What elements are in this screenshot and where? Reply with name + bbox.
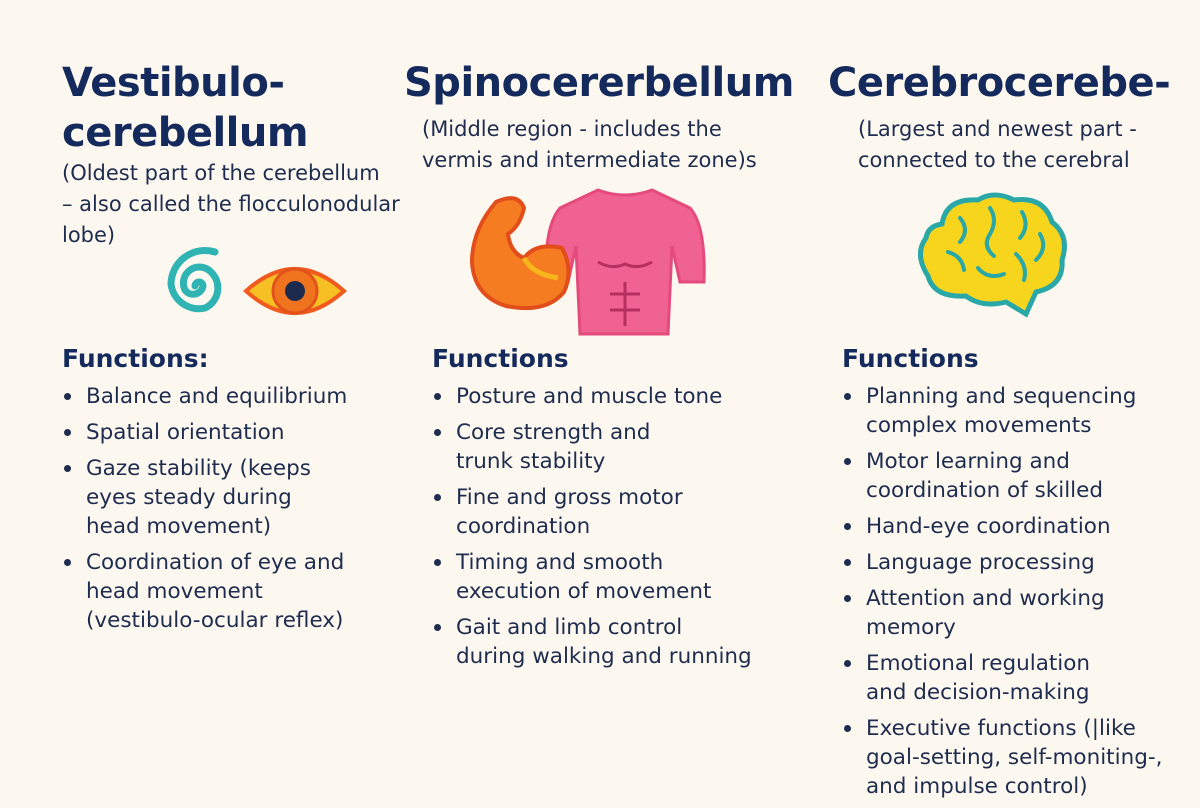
brain-icon bbox=[918, 192, 1067, 318]
list-item: Posture and muscle tone bbox=[432, 382, 812, 411]
list-item: Fine and gross motor coordination bbox=[432, 483, 812, 541]
column-subtitle: (Largest and newest part - connected to … bbox=[858, 117, 1137, 172]
list-item: Planning and sequencing complex movement… bbox=[842, 382, 1192, 440]
list-item: Gait and limb control during walking and… bbox=[432, 613, 812, 671]
list-item: Timing and smooth execution of movement bbox=[432, 548, 812, 606]
column-subtitle: (Middle region - includes the vermis and… bbox=[422, 117, 757, 172]
list-item: Attention and working memory bbox=[842, 584, 1192, 642]
list-item: Core strength and trunk stability bbox=[432, 418, 812, 476]
column-cerebrocerebellum: Cerebrocerebe- (Largest and newest part … bbox=[810, 0, 1200, 800]
column-title: Spinocererbellum bbox=[404, 60, 794, 106]
functions-list: Posture and muscle tone Core strength an… bbox=[432, 382, 812, 678]
torso-icon bbox=[544, 188, 706, 336]
functions-heading: Functions: bbox=[62, 344, 209, 373]
column-title: Vestibulo- cerebellum bbox=[62, 60, 309, 156]
list-item: Executive functions (|like goal-setting,… bbox=[842, 714, 1192, 801]
list-item: Hand-eye coordination bbox=[842, 512, 1192, 541]
list-item: Balance and equilibrium bbox=[62, 382, 402, 411]
functions-heading: Functions bbox=[432, 344, 569, 373]
column-spinocerebellum: Spinocererbellum (Middle region - includ… bbox=[400, 0, 820, 800]
list-item: Spatial orientation bbox=[62, 418, 402, 447]
list-item: Coordination of eye and head movement (v… bbox=[62, 548, 402, 635]
list-item: Language processing bbox=[842, 548, 1192, 577]
functions-heading: Functions bbox=[842, 344, 979, 373]
functions-list: Planning and sequencing complex movement… bbox=[842, 382, 1192, 808]
flexed-arm-icon bbox=[469, 196, 571, 311]
eye-icon bbox=[243, 267, 347, 315]
column-subtitle: (Oldest part of the cerebellum – also ca… bbox=[62, 161, 400, 247]
list-item: Motor learning and coordination of skill… bbox=[842, 447, 1192, 505]
spiral-icon bbox=[167, 247, 222, 313]
list-item: Gaze stability (keeps eyes steady during… bbox=[62, 454, 402, 541]
functions-list: Balance and equilibrium Spatial orientat… bbox=[62, 382, 402, 642]
list-item: Emotional regulation and decision-making bbox=[842, 649, 1192, 707]
column-title: Cerebrocerebe- bbox=[828, 60, 1171, 106]
column-vestibulocerebellum: Vestibulo- cerebellum (Oldest part of th… bbox=[0, 0, 420, 800]
